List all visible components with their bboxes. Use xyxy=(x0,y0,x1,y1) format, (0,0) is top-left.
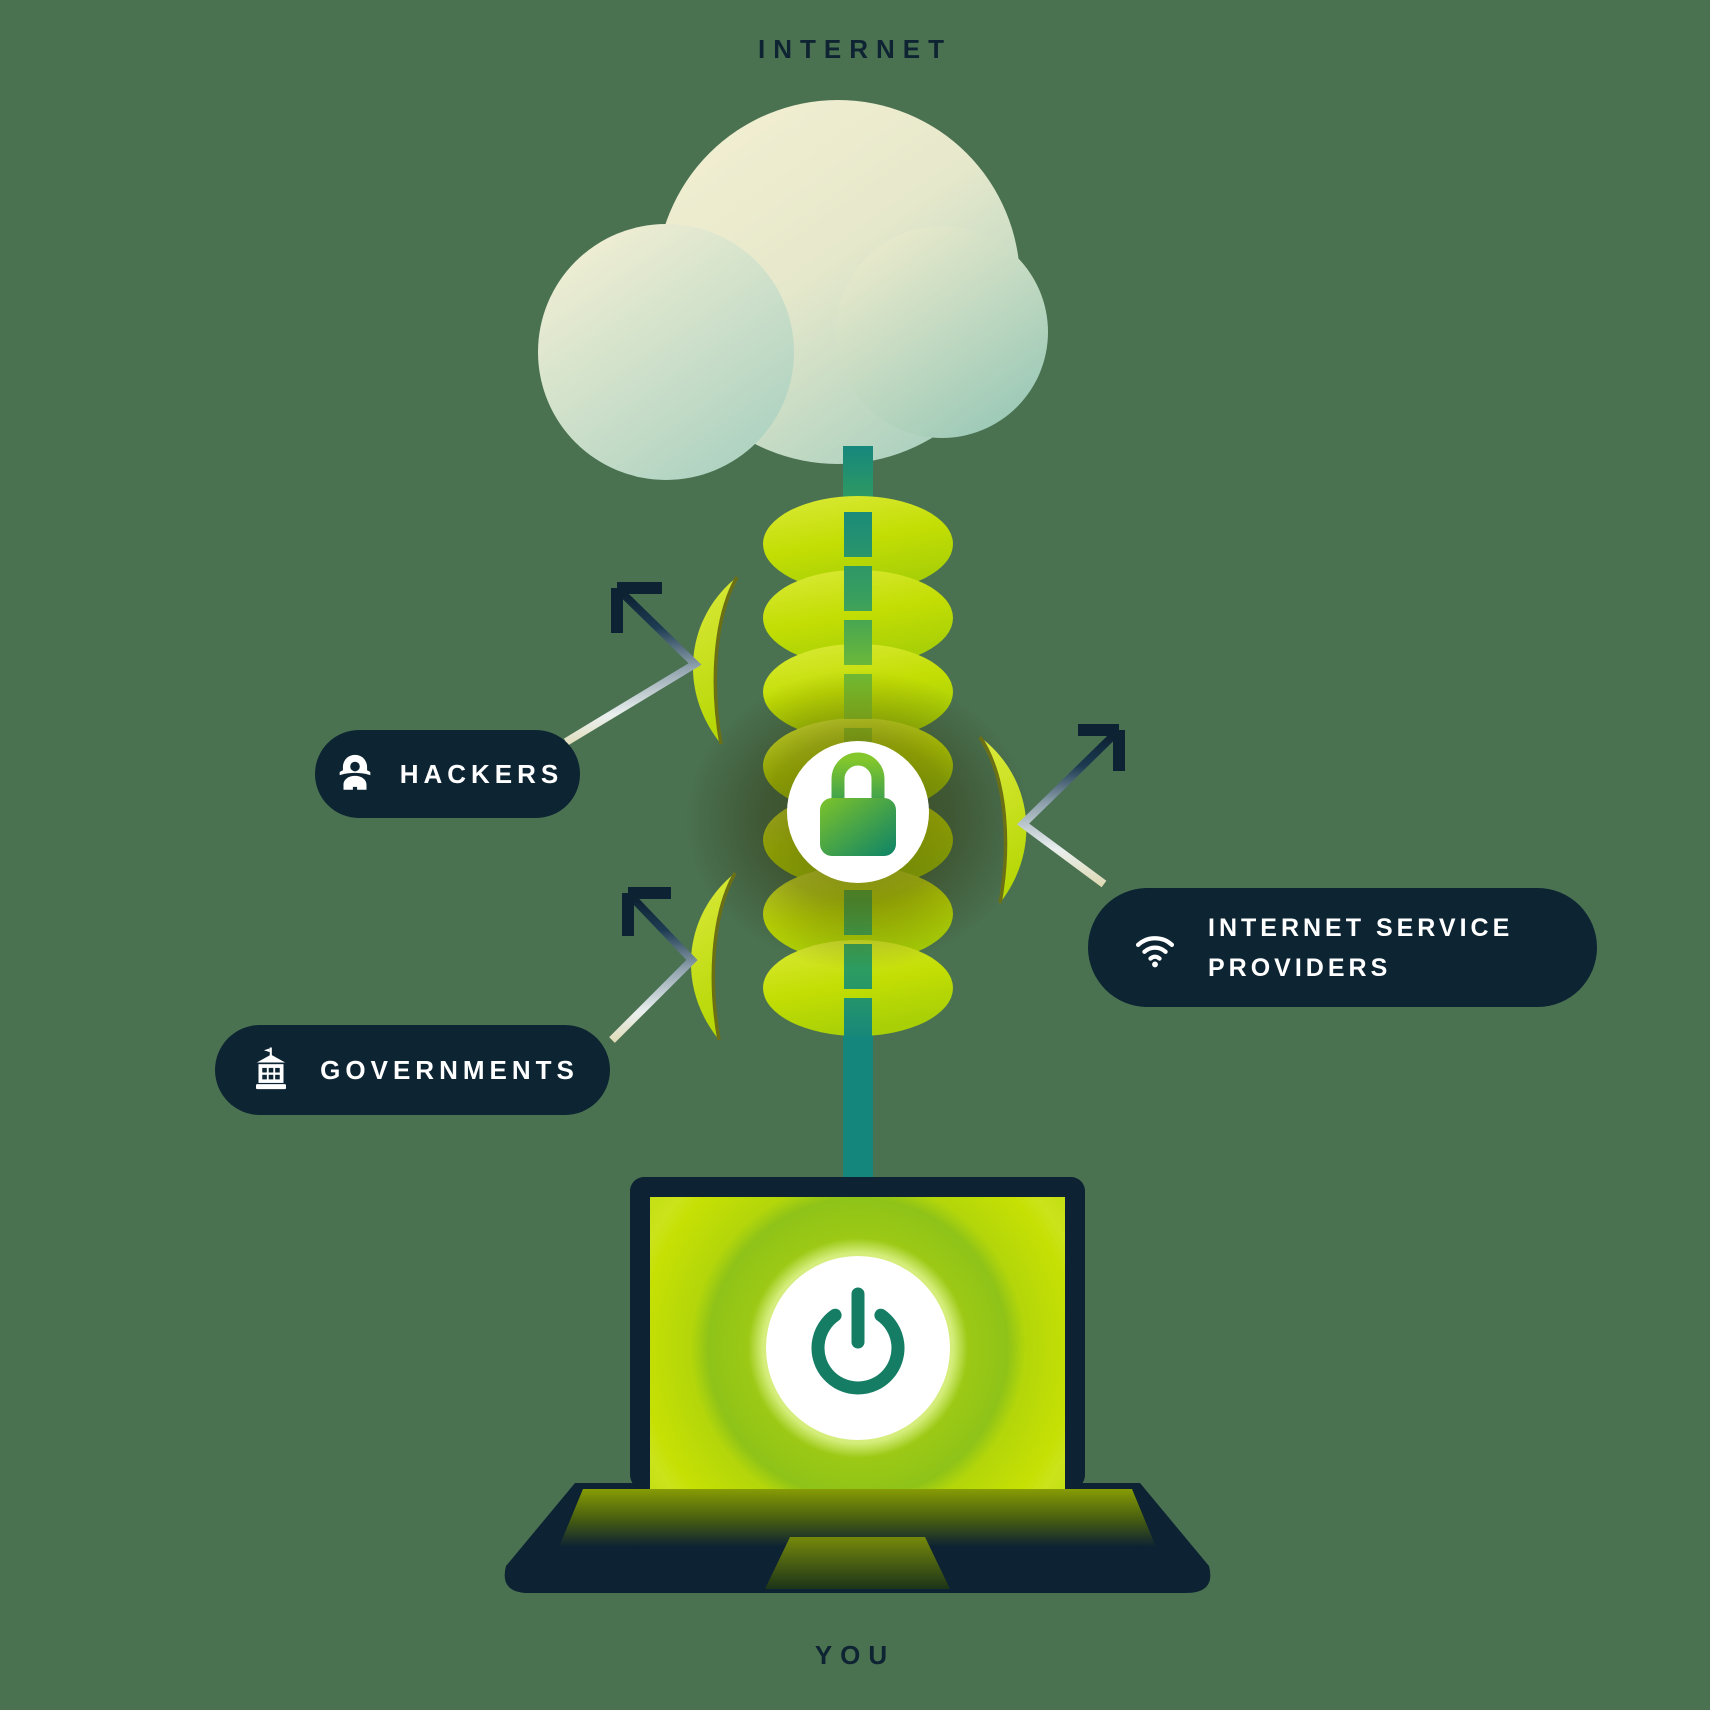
lock-body xyxy=(820,798,896,856)
arrowhead-up-right-icon xyxy=(1078,724,1125,771)
government-building-icon xyxy=(256,1047,287,1090)
tunnel-to-laptop-link xyxy=(843,1030,873,1182)
hackers-pill-label: HACKERS xyxy=(399,758,564,789)
laptop-keyboard xyxy=(559,1489,1156,1547)
isp-pill-label-line2: PROVIDERS xyxy=(1208,953,1392,982)
laptop-icon xyxy=(504,1177,1211,1593)
isp-pill-label-line1: INTERNET SERVICE xyxy=(1208,913,1514,942)
cloud-circle-left xyxy=(538,224,794,480)
hacker-icon xyxy=(339,754,371,790)
isp-pill: INTERNET SERVICE PROVIDERS xyxy=(1088,888,1597,1007)
wifi-icon xyxy=(1135,935,1175,967)
power-button-icon xyxy=(766,1256,950,1440)
deflected-arrow-hackers xyxy=(563,582,702,746)
deflected-arrow-governments xyxy=(609,887,698,1043)
governments-pill-label: GOVERNMENTS xyxy=(320,1054,579,1085)
lock-shackle xyxy=(831,752,885,802)
arrowhead-up-left-icon xyxy=(622,887,671,936)
deflection-spark-right xyxy=(978,736,1027,904)
deflected-arrow-isp xyxy=(1016,724,1125,888)
internet-cloud-icon xyxy=(538,100,1048,480)
arrowhead-up-left-icon xyxy=(611,582,662,633)
cloud-circle-right xyxy=(836,226,1048,438)
you-label: YOU xyxy=(814,1640,896,1670)
internet-label: INTERNET xyxy=(758,34,952,64)
laptop-touchpad xyxy=(765,1537,950,1589)
governments-pill: GOVERNMENTS xyxy=(215,1025,610,1115)
deflection-spark-lower-left xyxy=(690,872,737,1041)
lock-icon xyxy=(787,741,929,883)
hackers-pill: HACKERS xyxy=(315,730,580,818)
deflection-spark-upper-left xyxy=(692,576,739,745)
